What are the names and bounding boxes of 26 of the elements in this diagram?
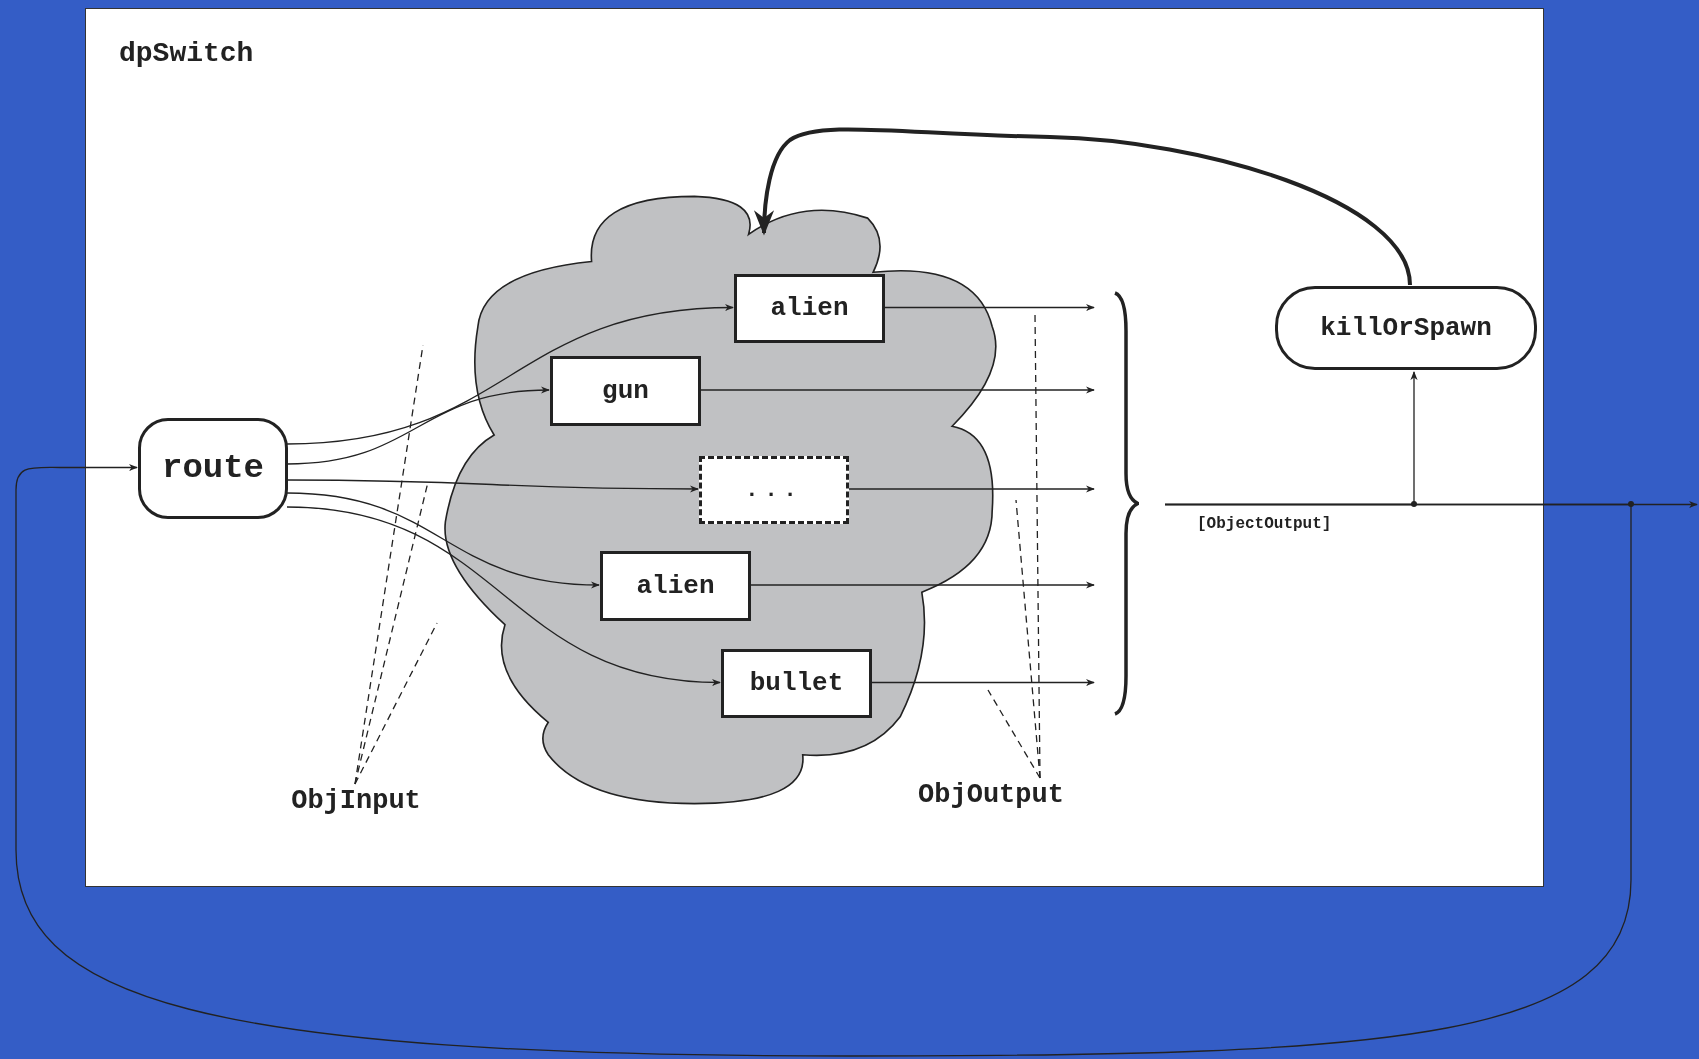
process-box: route	[138, 418, 288, 519]
arrow	[286, 506, 721, 686]
arrow	[286, 304, 734, 445]
arrow	[699, 386, 1095, 394]
process-box: gun	[550, 356, 701, 426]
process-box: bullet	[721, 649, 872, 718]
arrow	[883, 303, 1095, 312]
arrow	[870, 678, 1095, 687]
leader-line	[1015, 499, 1041, 779]
diagram-panel	[85, 8, 1544, 887]
arrow	[286, 492, 600, 589]
arrow	[286, 479, 699, 493]
leader-line	[987, 689, 1041, 779]
arrow	[286, 386, 550, 465]
process-box: alien	[600, 551, 751, 621]
leader-line	[1034, 313, 1041, 779]
annotation-text: ObjInput	[271, 783, 441, 819]
arrow	[754, 127, 1412, 286]
panel-title: dpSwitch	[119, 37, 254, 71]
process-box: killOrSpawn	[1275, 286, 1537, 370]
arrow	[749, 581, 1095, 589]
arrow	[15, 463, 1632, 1057]
placeholder-box: ...	[699, 456, 849, 524]
annotation-text: ObjOutput	[891, 777, 1091, 813]
process-box: alien	[734, 274, 885, 343]
arrow	[847, 485, 1095, 493]
